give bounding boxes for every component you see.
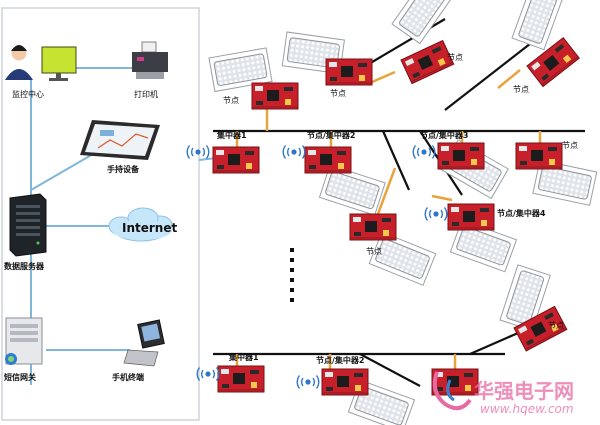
sms-gateway-icon <box>5 317 43 365</box>
more-nodes-ellipsis <box>290 248 294 302</box>
node-label: 节点 <box>562 141 578 150</box>
node-label: 节点 <box>223 96 239 105</box>
mobile-terminal-label: 手机终端 <box>112 373 144 382</box>
node-label: 节点 <box>513 85 529 94</box>
node-label: 节点 <box>548 321 564 330</box>
node-label: 节点 <box>366 247 382 256</box>
node-concentrator-2-label: 节点/集中器2 <box>307 131 356 140</box>
internet-cloud <box>108 207 173 242</box>
node-concentrator-3-label: 节点/集中器3 <box>420 131 469 140</box>
monitor-center-label: 监控中心 <box>12 90 44 99</box>
node-concentrator-4-label: 节点/集中器4 <box>497 209 546 218</box>
watermark-logo <box>432 371 472 411</box>
concentrator-1-label: 集中器1 <box>217 131 247 140</box>
data-server-label: 数据服务器 <box>4 262 44 271</box>
watermark-url: www.hqew.com <box>480 402 574 416</box>
node-label: 节点 <box>447 53 463 62</box>
sms-gateway-label: 短信网关 <box>4 373 36 382</box>
data-server-icon <box>9 193 47 257</box>
printer-label: 打印机 <box>134 90 158 99</box>
row2-concentrator-1-label: 集中器1 <box>229 353 259 362</box>
bus-lines <box>213 18 585 387</box>
monitor-center-icon <box>5 45 77 81</box>
tablet-label: 手持设备 <box>107 165 139 174</box>
watermark-brand: 华强电子网 <box>474 379 574 403</box>
mobile-phone-icon <box>123 319 165 367</box>
internet-label: Internet <box>122 221 178 235</box>
node-label: 节点 <box>330 89 346 98</box>
printer-icon <box>132 41 168 79</box>
row2-node-concentrator-2-label: 节点/集中器2 <box>316 356 365 365</box>
tablet-icon <box>80 120 160 160</box>
